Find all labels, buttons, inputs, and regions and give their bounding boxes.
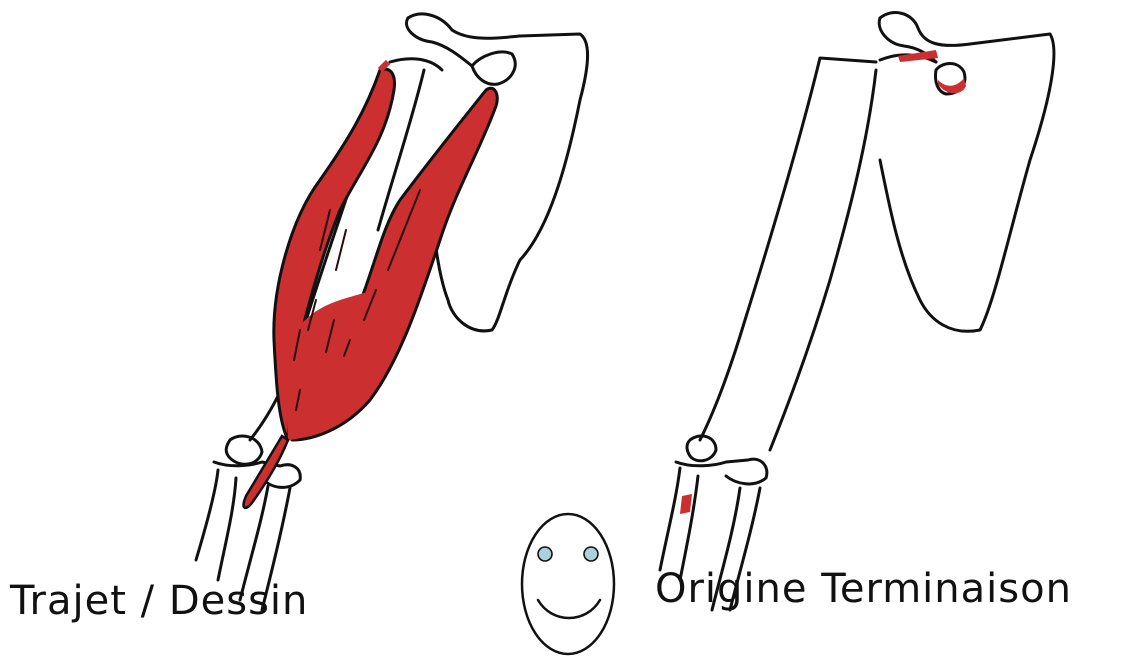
left-coracoid [390,59,442,70]
caption-trajet-dessin: Trajet / Dessin [10,578,308,624]
insertion-mark-radial [680,494,692,514]
right-arm-drawing [660,13,1054,610]
right-radius [660,459,767,580]
right-eye [584,547,598,561]
left-eye [538,547,552,561]
left-elbow [226,436,262,464]
caption-origine-terminaison: Origine Terminaison [655,566,1072,612]
smiley-face-icon [522,514,614,654]
left-glenoid [472,52,515,84]
right-humerus [700,58,876,450]
attachment-marks [680,50,966,514]
muscle-biceps [244,62,498,508]
